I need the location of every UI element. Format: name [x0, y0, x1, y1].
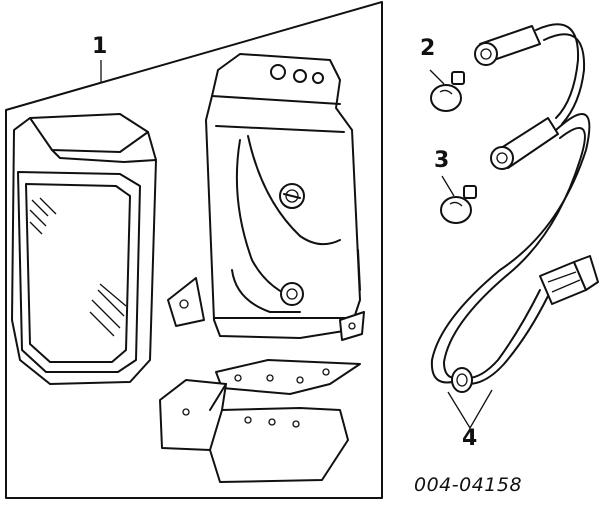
- part-number-label: 004-04158: [414, 474, 523, 496]
- assembly-frame: [5, 1, 383, 499]
- bulb-3: [440, 175, 477, 224]
- callout-4: 4: [462, 426, 478, 451]
- callout-3: 3: [434, 148, 450, 173]
- wiring-harness: [430, 23, 599, 430]
- mounting-brackets: [159, 359, 361, 483]
- lamp-lens: [11, 113, 157, 385]
- callout-2: 2: [420, 36, 436, 61]
- bulb-2: [429, 69, 465, 112]
- lamp-housing: [167, 53, 365, 341]
- callout-1: 1: [92, 34, 108, 59]
